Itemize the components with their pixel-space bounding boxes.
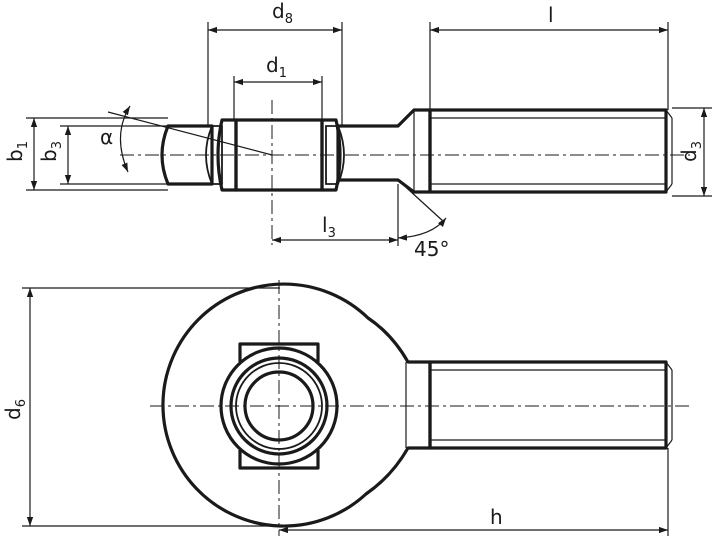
dimension-b3: b3	[37, 125, 168, 185]
dimension-d1: d1	[233, 53, 323, 120]
dimension-h: h	[279, 448, 669, 536]
svg-text:b3: b3	[37, 141, 65, 162]
dimension-d6: d6	[1, 287, 280, 527]
svg-text:d8: d8	[272, 0, 293, 27]
eye-section-left	[160, 124, 214, 186]
svg-text:α: α	[100, 125, 113, 149]
svg-text:l: l	[548, 3, 554, 27]
dimension-l3: l3	[272, 184, 399, 246]
svg-text:h: h	[490, 505, 503, 529]
dimension-alpha: α	[100, 105, 273, 173]
eye-body-outline	[161, 282, 432, 528]
svg-text:l3: l3	[322, 213, 336, 241]
svg-text:d1: d1	[266, 53, 287, 81]
dimension-l: l	[429, 3, 669, 110]
ball-race-right	[325, 125, 345, 185]
threaded-shank	[428, 108, 668, 194]
dimension-d3: d3	[672, 107, 712, 197]
inner-ring-right	[320, 118, 342, 192]
section-view	[120, 100, 690, 245]
dimension-b1: b1	[3, 117, 168, 191]
plan-threaded-shank	[428, 360, 668, 450]
svg-text:45°: 45°	[414, 237, 449, 261]
plan-view	[150, 280, 690, 536]
svg-text:b1: b1	[3, 141, 31, 162]
inner-ring-left	[216, 118, 238, 192]
dimension-45-degree: 45°	[397, 179, 449, 261]
svg-text:d3: d3	[677, 141, 705, 162]
dimension-d8: d8	[207, 0, 343, 126]
body-section-right	[336, 108, 432, 194]
svg-text:d6: d6	[1, 399, 29, 420]
